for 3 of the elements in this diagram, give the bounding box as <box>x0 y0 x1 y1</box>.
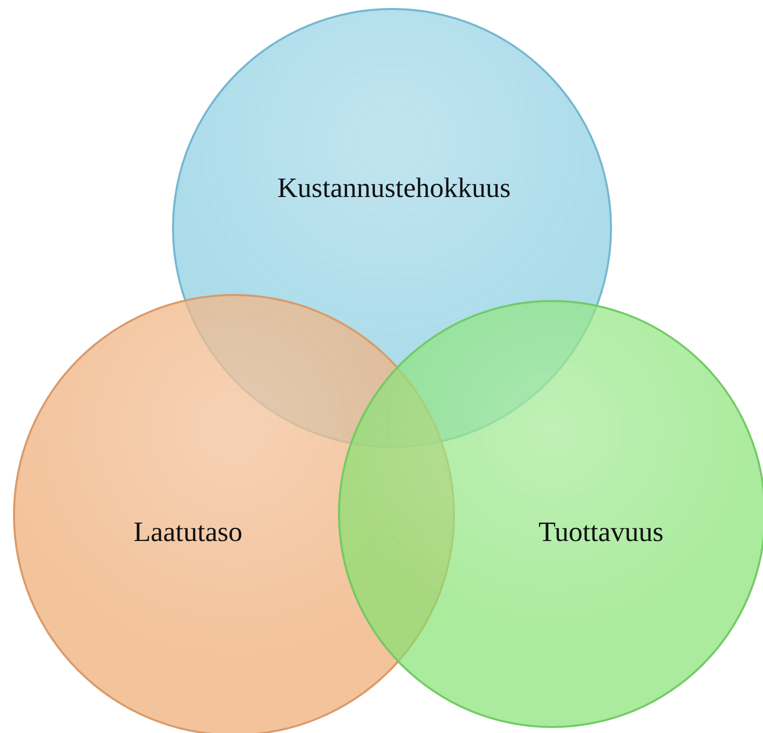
circle-label: Laatutaso <box>134 517 242 549</box>
circle-label: Kustannustehokkuus <box>277 173 511 205</box>
circle-label: Tuottavuus <box>538 517 664 549</box>
